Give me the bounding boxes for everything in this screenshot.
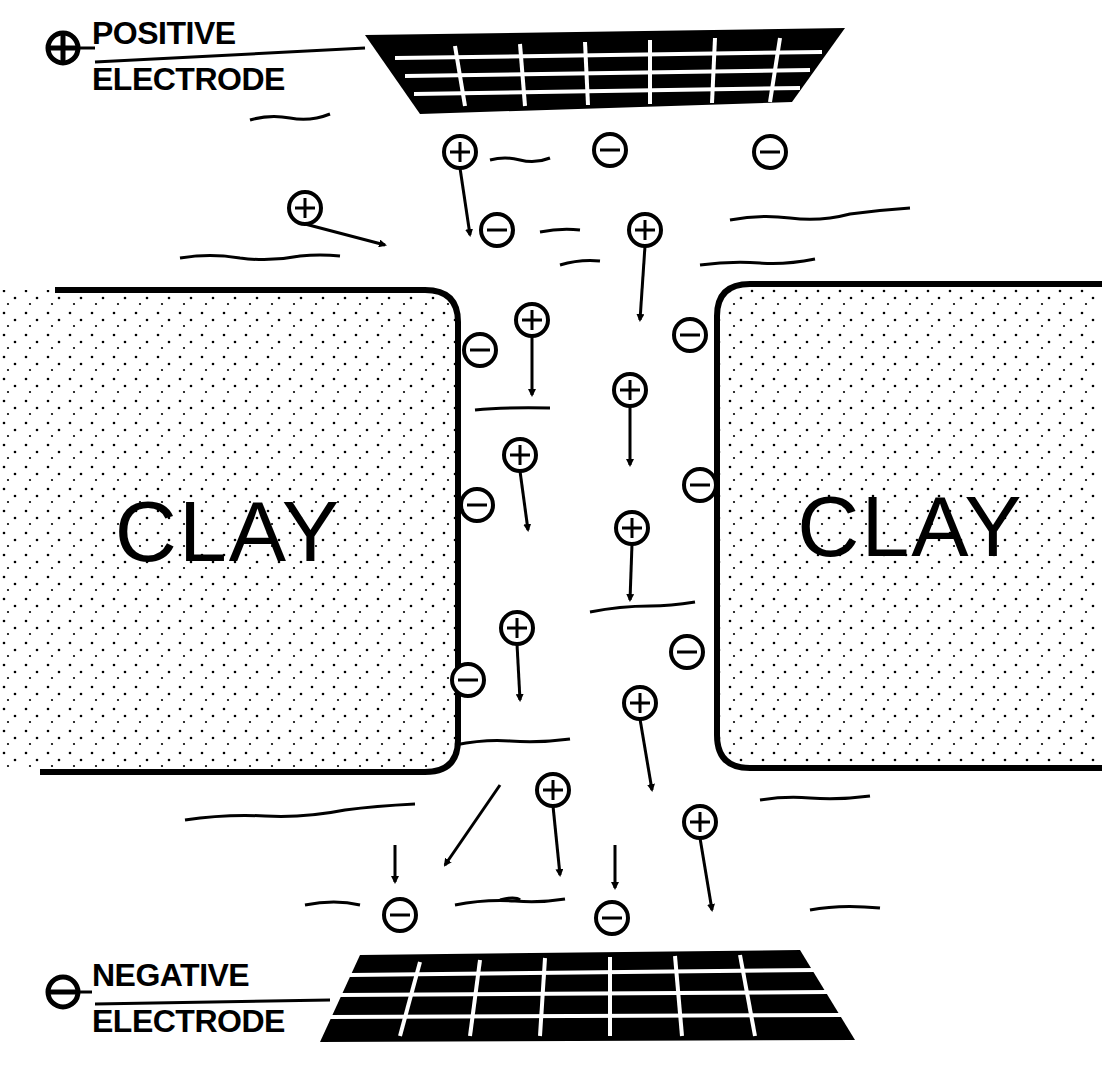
ion-arrow: [553, 806, 560, 875]
clay-particle: CLAY: [719, 286, 1102, 766]
cation-symbol: [289, 192, 321, 224]
anion-symbol: [452, 664, 484, 696]
cation-symbol: [537, 774, 569, 806]
ion-arrow: [305, 224, 385, 245]
anion-symbol: [596, 902, 628, 934]
anion-symbol: [674, 319, 706, 351]
clay-label: CLAY: [797, 483, 1023, 569]
ion-arrow: [460, 168, 470, 235]
anion-symbol: [461, 489, 493, 521]
electrode-label: NEGATIVE ELECTRODE: [92, 952, 307, 1044]
anion-symbol: [464, 334, 496, 366]
clay-particle: CLAY: [0, 292, 456, 770]
cation-symbol: [616, 512, 648, 544]
ion-arrow: [630, 544, 632, 600]
cation-symbol: [501, 612, 533, 644]
ion-arrow: [520, 471, 528, 530]
anion-symbol: [684, 469, 716, 501]
ion-arrow: [640, 719, 652, 790]
cation-symbol: [444, 136, 476, 168]
electrode-label-text: POSITIVE ELECTRODE: [92, 10, 307, 102]
anion-symbol: [594, 134, 626, 166]
ion-arrow: [445, 785, 500, 865]
negative-electrode-grid: [320, 950, 855, 1042]
ion-arrow: [629, 406, 632, 465]
anion-symbol: [481, 214, 513, 246]
ion-arrow: [614, 845, 617, 888]
anion-symbol: [384, 899, 416, 931]
clay-particle-left: [0, 290, 458, 772]
anion-symbol: [754, 136, 786, 168]
cation-symbol: [614, 374, 646, 406]
electrode-label-text: NEGATIVE ELECTRODE: [92, 952, 307, 1044]
clay-particle-right: [717, 284, 1102, 768]
cation-symbol: [624, 687, 656, 719]
ion-arrow: [531, 336, 534, 395]
clay-label: CLAY: [115, 488, 341, 574]
cation-symbol: [629, 214, 661, 246]
positive-electrode-grid: [365, 28, 845, 114]
cation-symbol: [684, 806, 716, 838]
cation-symbol: [516, 304, 548, 336]
ion-arrow: [640, 246, 645, 320]
ion-arrow: [700, 838, 712, 910]
ion-arrow: [394, 845, 397, 882]
cation-symbol: [504, 439, 536, 471]
anion-symbol: [671, 636, 703, 668]
electrode-label: POSITIVE ELECTRODE: [92, 10, 307, 102]
ion-arrow: [517, 644, 520, 700]
ions: [289, 134, 786, 934]
